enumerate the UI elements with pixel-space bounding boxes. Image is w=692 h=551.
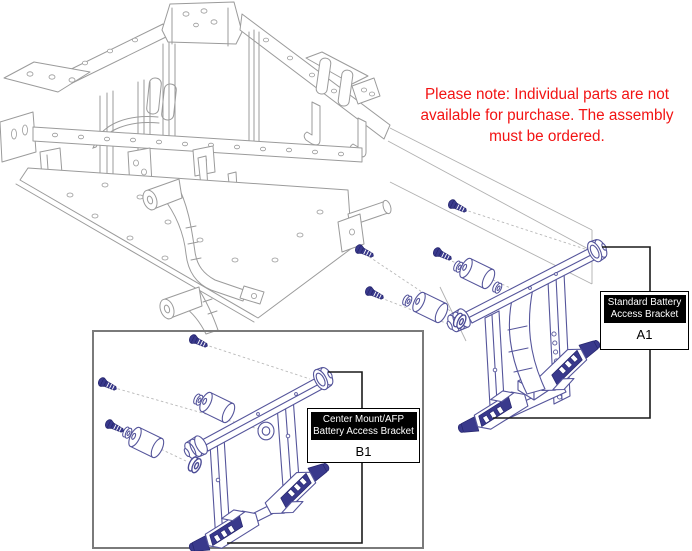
purchase-note-line: Please note: Individual parts are not xyxy=(424,86,670,103)
bracket-a1-drawing xyxy=(353,197,612,439)
inset-box-border xyxy=(92,330,424,549)
callout-label-b1-title: Center Mount/AFP Battery Access Bracket xyxy=(310,411,417,440)
callout-label-b1: Center Mount/AFP Battery Access Bracket … xyxy=(307,408,420,463)
purchase-note: Please note: Individual parts are not av… xyxy=(396,84,692,147)
callout-label-a1-code: A1 xyxy=(636,327,653,343)
chassis-frame-drawing xyxy=(0,1,392,335)
callout-label-a1: Standard Battery Access Bracket A1 xyxy=(600,291,689,350)
purchase-note-line: available for purchase. The assembly xyxy=(420,107,674,124)
bracket-b1-drawing xyxy=(96,332,341,551)
callout-label-a1-title: Standard Battery Access Bracket xyxy=(603,294,686,323)
callout-label-b1-code: B1 xyxy=(355,444,372,460)
purchase-note-line: must be ordered. xyxy=(489,128,605,145)
